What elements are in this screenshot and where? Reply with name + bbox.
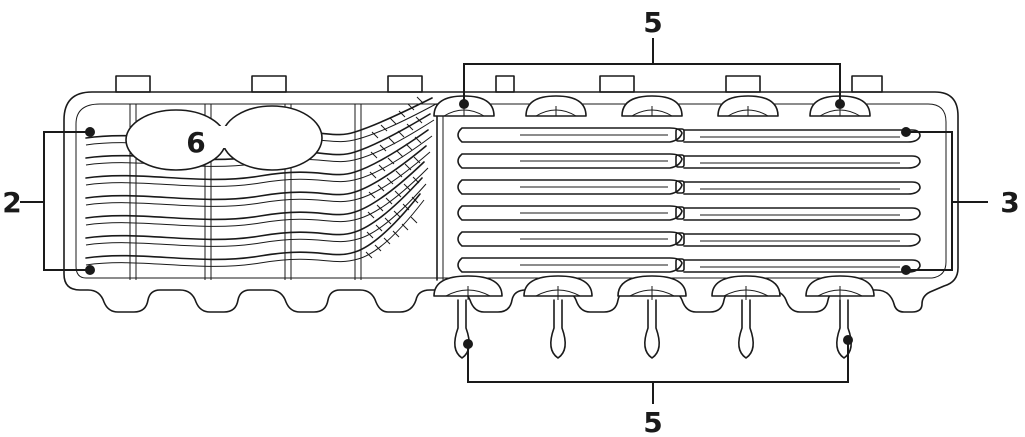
knife: [457, 231, 921, 247]
knife: [457, 205, 921, 221]
fork: [85, 193, 425, 267]
bottom-holder: [523, 275, 593, 359]
knives-group: [457, 127, 921, 273]
tray-inner-frame: [75, 103, 947, 279]
bottom-holders-group: [433, 275, 875, 359]
label-spoons: 6: [186, 126, 205, 159]
spoon-bowl-left: [125, 109, 227, 171]
bottom-holder: [805, 275, 875, 359]
top-holder: [717, 95, 779, 117]
fork: [85, 129, 433, 187]
bottom-holder: [617, 275, 687, 359]
callouts: [20, 38, 988, 404]
bottom-holder: [433, 275, 503, 359]
knife: [457, 257, 921, 273]
bottom-holder: [711, 275, 781, 359]
fork: [85, 177, 427, 247]
label-bottom-holders: 5: [643, 406, 662, 437]
top-holders-group: [433, 95, 871, 117]
knife: [457, 127, 921, 143]
label-top-holders: 5: [643, 6, 662, 39]
fork: [85, 145, 431, 207]
top-holder: [621, 95, 683, 117]
label-forks: 2: [2, 186, 21, 219]
spoon-bowl-right: [221, 105, 323, 171]
label-knives: 3: [1000, 186, 1019, 219]
spoons: [125, 105, 323, 171]
knife: [457, 153, 921, 169]
knife: [457, 179, 921, 195]
top-clips: [115, 75, 883, 93]
top-holder: [525, 95, 587, 117]
